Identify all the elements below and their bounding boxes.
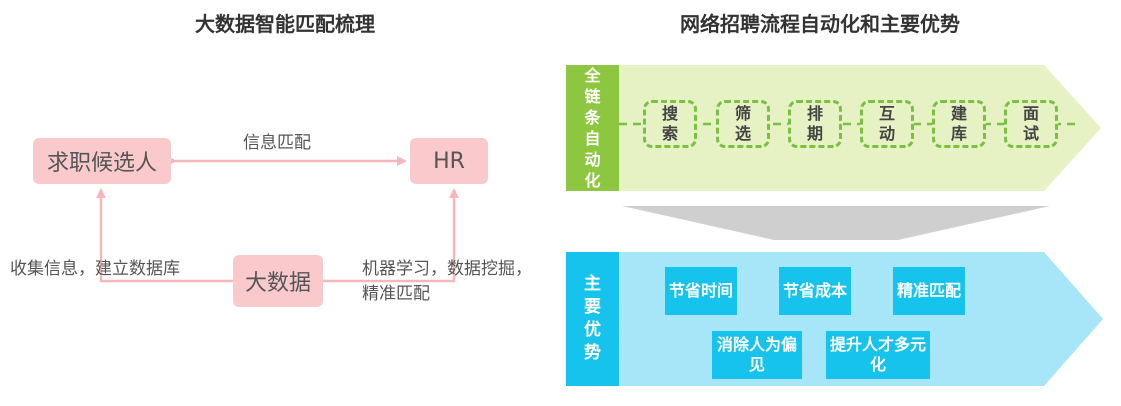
step-schedule: 排期	[788, 100, 842, 148]
node-bigdata: 大数据	[233, 255, 323, 307]
adv-precise-match: 精准匹配	[893, 267, 965, 315]
mining-label: 机器学习，数据挖掘，精准匹配	[362, 259, 532, 304]
adv-save-time: 节省时间	[665, 267, 737, 315]
step-database: 建库	[932, 100, 986, 148]
collect-label: 收集信息，建立数据库	[10, 259, 180, 279]
process-label: 全 链 条 自 动 化	[584, 66, 601, 190]
node-hr: HR	[410, 138, 488, 184]
step-filter: 筛选	[716, 100, 770, 148]
step-interact: 互动	[860, 100, 914, 148]
step-interview: 面试	[1004, 100, 1058, 148]
node-candidate: 求职候选人	[33, 138, 171, 184]
connector-shape	[622, 206, 1050, 240]
collect-arrow	[96, 188, 233, 283]
right-title: 网络招聘流程自动化和主要优势	[680, 12, 960, 36]
left-title: 大数据智能匹配梳理	[195, 12, 375, 36]
advantages-label: 主 要 优 势	[584, 274, 601, 363]
adv-save-cost: 节省成本	[779, 267, 851, 315]
adv-remove-bias: 消除人为偏见	[712, 331, 802, 379]
match-label: 信息匹配	[243, 133, 311, 153]
flow-arrows	[96, 156, 459, 283]
adv-diversity: 提升人才多元化	[826, 331, 930, 379]
mining-arrow	[323, 188, 459, 283]
step-search: 搜索	[643, 100, 697, 148]
